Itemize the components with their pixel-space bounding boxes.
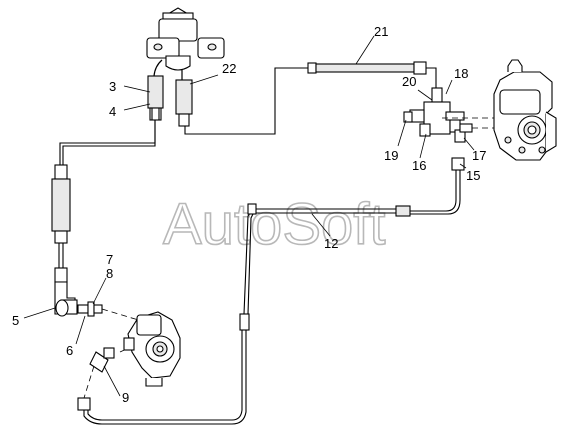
callout-19: 19 [384,148,398,163]
callout-7: 7 [106,252,113,267]
return-line [184,67,310,135]
callout-15: 15 [466,168,480,183]
steering-gear [493,59,557,161]
fitting-9 [89,347,115,373]
leader-lines [23,35,475,397]
hose-4 [147,59,164,121]
elbow-fitting-5 [54,281,78,317]
hose-21 [307,61,437,88]
callout-5: 5 [12,313,19,328]
supply-pipe [59,120,156,165]
callout-9: 9 [122,390,129,405]
callout-21: 21 [374,24,388,39]
callout-12: 12 [324,236,338,251]
callout-16: 16 [412,158,426,173]
callout-4: 4 [109,104,116,119]
power-steering-pump [123,311,181,387]
callout-17: 17 [472,148,486,163]
callout-18: 18 [454,66,468,81]
fitting-6-8 [77,301,103,317]
assembly-line-upper [101,308,146,323]
callout-8: 8 [106,266,113,281]
callout-3: 3 [109,79,116,94]
pressure-line-12 [77,157,465,425]
callout-6: 6 [66,343,73,358]
callout-20: 20 [402,74,416,89]
valve-block [403,87,473,143]
hose-22 [175,70,193,127]
suction-hose [51,164,71,283]
callout-22: 22 [222,61,236,76]
watermark: AutoSoft [163,192,385,257]
reservoir [146,7,225,71]
